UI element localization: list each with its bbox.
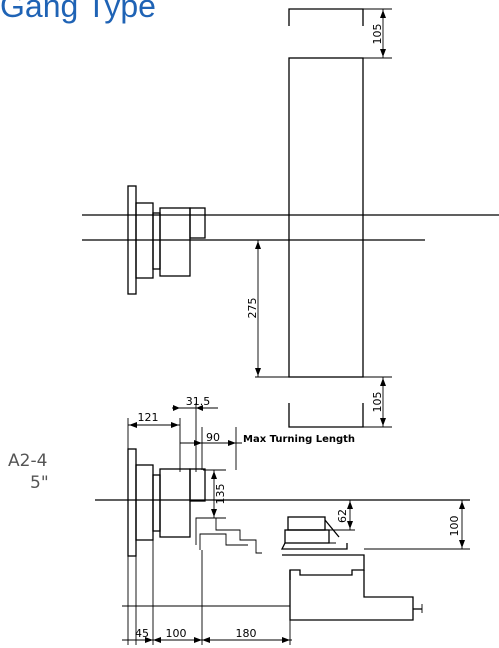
max-turning-length-label: Max Turning Length [243, 434, 355, 445]
dim-swing: 275 [246, 298, 259, 319]
dim-tool-height: 62 [336, 509, 349, 523]
dim-base-3: 180 [236, 627, 257, 640]
dim-top-clearance: 105 [371, 24, 384, 45]
page-title: Gang Type [0, 0, 156, 24]
spindle-label: A2-4 5" [8, 450, 49, 494]
dim-chuck-width: 121 [138, 411, 159, 424]
dim-table-height: 100 [448, 516, 461, 537]
dim-base-2: 100 [166, 627, 187, 640]
dim-base-1: 45 [135, 627, 149, 640]
spindle-nose-type: A2-4 [8, 451, 48, 471]
top-view: 105 275 105 [82, 8, 499, 428]
side-view: 121 31.5 90 Max Turning Length 135 62 [95, 395, 470, 645]
dim-bottom-clearance: 105 [371, 392, 384, 413]
chuck-size: 5" [30, 473, 49, 493]
dim-center-height: 135 [214, 484, 227, 505]
dim-turning-gap: 90 [206, 431, 220, 444]
dim-offset: 31.5 [186, 395, 211, 408]
